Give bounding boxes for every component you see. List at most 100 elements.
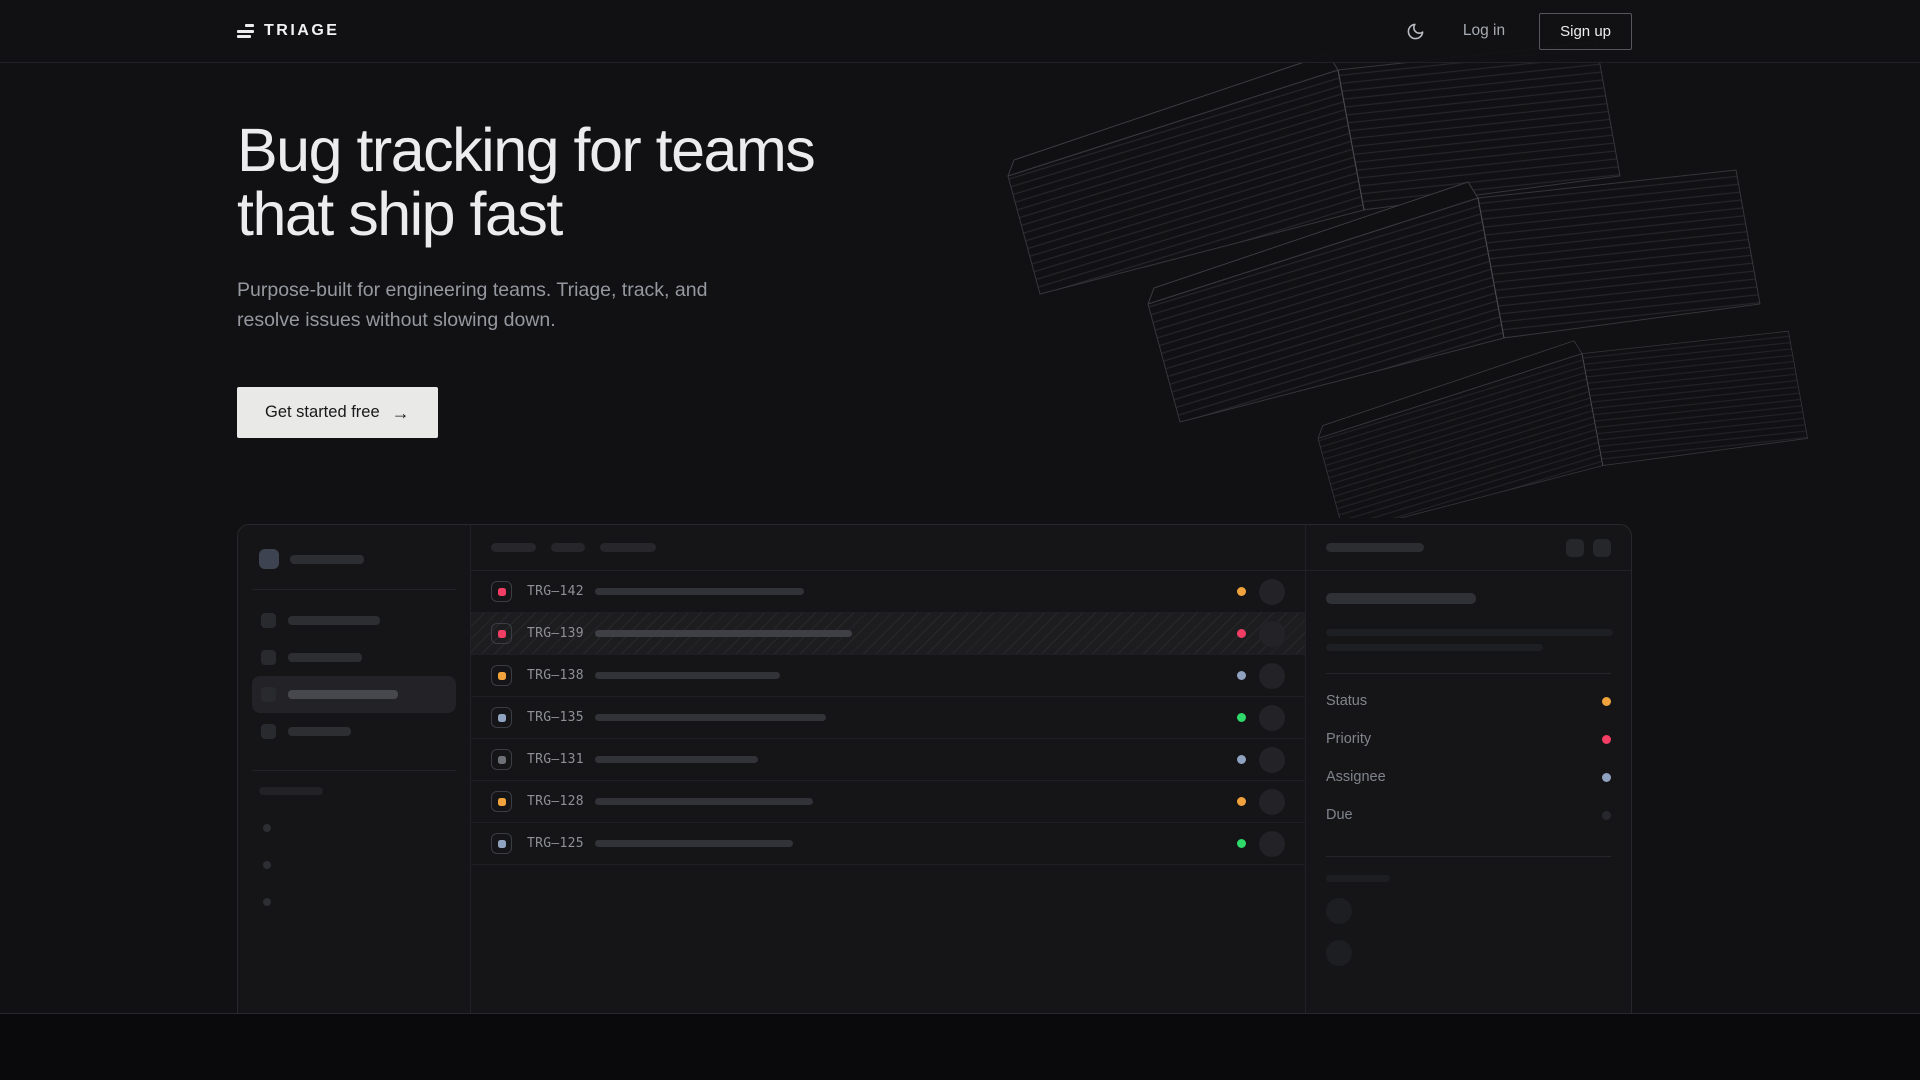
hero-subtitle: Purpose-built for engineering teams. Tri… bbox=[237, 275, 814, 335]
mock-issue-row: TRG–125 bbox=[471, 823, 1305, 865]
brand-logo[interactable]: TRIAGE bbox=[237, 22, 339, 40]
issue-id: TRG–142 bbox=[527, 584, 584, 599]
sidebar-item-label-skeleton bbox=[288, 727, 351, 736]
issue-status-dot bbox=[1237, 797, 1246, 806]
issue-id: TRG–135 bbox=[527, 710, 584, 725]
login-link[interactable]: Log in bbox=[1462, 22, 1506, 39]
mock-detail-body: Status Priority Assignee Due bbox=[1306, 571, 1631, 986]
workspace-avatar bbox=[259, 549, 279, 569]
signup-button[interactable]: Sign up bbox=[1539, 12, 1632, 50]
detail-field-label: Assignee bbox=[1326, 769, 1386, 785]
list-tab-skeleton bbox=[600, 543, 656, 552]
issue-title-skeleton bbox=[595, 840, 793, 847]
issue-id: TRG–125 bbox=[527, 836, 584, 851]
mock-sidebar-item bbox=[252, 602, 456, 639]
detail-field-label: Status bbox=[1326, 693, 1368, 709]
detail-breadcrumb-skeleton bbox=[1326, 543, 1424, 552]
issue-assignee-avatar-skeleton bbox=[1259, 620, 1285, 647]
wireframe-decoration bbox=[1007, 41, 1809, 518]
theme-toggle-button[interactable] bbox=[1402, 18, 1429, 45]
divider bbox=[1326, 856, 1611, 857]
detail-text-skeleton bbox=[1326, 629, 1613, 636]
workspace-name-skeleton bbox=[290, 554, 364, 564]
get-started-button[interactable]: Get started free → bbox=[237, 387, 438, 438]
mock-issue-row: TRG–131 bbox=[471, 739, 1305, 781]
issue-assignee-avatar-skeleton bbox=[1259, 830, 1285, 857]
issue-status-dot bbox=[1237, 839, 1246, 848]
triage-logo-icon bbox=[237, 24, 254, 38]
mock-detail-panel: Status Priority Assignee Due bbox=[1305, 525, 1631, 1013]
issue-title-skeleton bbox=[595, 756, 758, 763]
mock-sidebar bbox=[238, 525, 471, 1013]
activity-avatar-skeleton bbox=[1326, 940, 1352, 966]
sidebar-item-label-skeleton bbox=[288, 690, 398, 699]
issue-status-dot bbox=[1237, 587, 1246, 596]
detail-field-row: Priority bbox=[1326, 720, 1611, 758]
footer bbox=[0, 1014, 1920, 1080]
sidebar-project-dot bbox=[263, 898, 271, 906]
issue-assignee-avatar-skeleton bbox=[1259, 704, 1285, 731]
issue-type-icon bbox=[491, 623, 512, 644]
mock-issue-row: TRG–128 bbox=[471, 781, 1305, 823]
issue-title-skeleton bbox=[595, 672, 780, 679]
issue-title-skeleton bbox=[595, 714, 826, 721]
issue-type-icon bbox=[491, 707, 512, 728]
sidebar-item-icon-skeleton bbox=[261, 650, 276, 665]
sidebar-project-dot bbox=[263, 861, 271, 869]
divider bbox=[1326, 673, 1611, 674]
hero-subtitle-line1: Purpose-built for engineering teams. Tri… bbox=[237, 279, 708, 301]
issue-status-dot bbox=[1237, 713, 1246, 722]
wireframe-slab bbox=[1007, 41, 1621, 295]
top-nav: TRIAGE Log in Sign up bbox=[0, 0, 1920, 63]
mock-issue-row: TRG–135 bbox=[471, 697, 1305, 739]
issue-status-dot bbox=[1237, 629, 1246, 638]
detail-field-row: Status bbox=[1326, 682, 1611, 720]
activity-avatar-skeleton bbox=[1326, 898, 1352, 924]
arrow-right-icon: → bbox=[391, 402, 410, 423]
app-preview-mockup: TRG–142 TRG–139 TRG–138 TRG–135 TRG–131 bbox=[237, 524, 1632, 1013]
mock-issue-row: TRG–142 bbox=[471, 571, 1305, 613]
sidebar-item-icon-skeleton bbox=[261, 613, 276, 628]
list-tab-skeleton bbox=[551, 543, 585, 552]
detail-field-label: Due bbox=[1326, 807, 1353, 823]
detail-action-button-skeleton bbox=[1593, 538, 1611, 557]
issue-type-icon bbox=[491, 833, 512, 854]
wireframe-slab bbox=[1147, 169, 1761, 423]
detail-field-row: Due bbox=[1326, 796, 1611, 834]
detail-field-label: Priority bbox=[1326, 731, 1372, 747]
issue-type-icon bbox=[491, 581, 512, 602]
hero-title: Bug tracking for teams that ship fast bbox=[237, 118, 816, 246]
sidebar-item-label-skeleton bbox=[288, 616, 380, 625]
mock-sidebar-nav bbox=[252, 602, 456, 750]
detail-title-skeleton bbox=[1326, 593, 1476, 604]
issue-id: TRG–139 bbox=[527, 626, 584, 641]
detail-field-value-dot bbox=[1602, 734, 1611, 744]
divider bbox=[252, 589, 456, 590]
detail-field-row: Assignee bbox=[1326, 758, 1611, 796]
brand-name: TRIAGE bbox=[264, 22, 340, 39]
mock-sidebar-item bbox=[252, 676, 456, 713]
hero-section: TRIAGE Log in Sign up Bug tracking for t… bbox=[0, 0, 1920, 1014]
issue-list: TRG–142 TRG–139 TRG–138 TRG–135 TRG–131 bbox=[471, 571, 1305, 865]
detail-action-button-skeleton bbox=[1566, 538, 1584, 557]
sidebar-project-dot bbox=[263, 824, 271, 832]
issue-title-skeleton bbox=[595, 588, 804, 595]
detail-field-value-dot bbox=[1602, 810, 1611, 820]
moon-icon bbox=[1407, 23, 1424, 39]
mock-issue-list-panel: TRG–142 TRG–139 TRG–138 TRG–135 TRG–131 bbox=[471, 525, 1305, 1013]
mock-sidebar-item bbox=[252, 639, 456, 676]
mock-workspace-switcher bbox=[252, 549, 456, 569]
wireframe-slab bbox=[1317, 330, 1809, 518]
issue-assignee-avatar-skeleton bbox=[1259, 746, 1285, 773]
hero-copy: Bug tracking for teams that ship fast Pu… bbox=[237, 118, 816, 438]
activity-label-skeleton bbox=[1326, 875, 1390, 882]
divider bbox=[252, 770, 456, 771]
sidebar-item-label-skeleton bbox=[288, 653, 362, 662]
nav-actions: Log in Sign up bbox=[1402, 12, 1632, 50]
issue-status-dot bbox=[1237, 671, 1246, 680]
mock-sidebar-item bbox=[252, 713, 456, 750]
issue-assignee-avatar-skeleton bbox=[1259, 578, 1285, 605]
issue-title-skeleton bbox=[595, 798, 813, 805]
issue-assignee-avatar-skeleton bbox=[1259, 788, 1285, 815]
